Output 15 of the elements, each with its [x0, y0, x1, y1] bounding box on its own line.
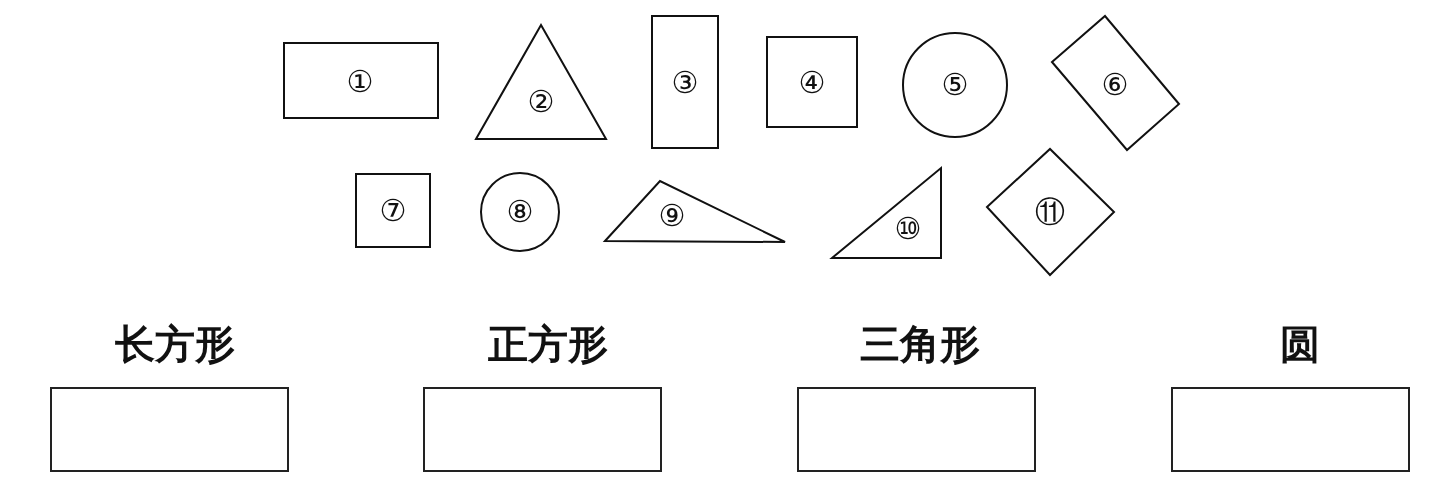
- number-label: ⑤: [941, 70, 969, 100]
- number-label: ③: [671, 68, 699, 98]
- number-label: ②: [527, 87, 555, 117]
- number-label: ⑧: [506, 197, 534, 227]
- number-label: ⑨: [658, 201, 686, 231]
- number-label: ⑥: [1101, 70, 1129, 100]
- number-label: ⑩: [894, 214, 922, 244]
- category-heading: 三角形: [860, 325, 980, 365]
- number-label: ⑦: [379, 196, 407, 226]
- number-label: ⑪: [1035, 197, 1065, 227]
- category-heading: 长方形: [115, 325, 235, 365]
- category-heading: 圆: [1280, 325, 1320, 365]
- category-heading: 正方形: [488, 325, 608, 365]
- number-label: ④: [798, 68, 826, 98]
- number-label: ①: [346, 67, 374, 97]
